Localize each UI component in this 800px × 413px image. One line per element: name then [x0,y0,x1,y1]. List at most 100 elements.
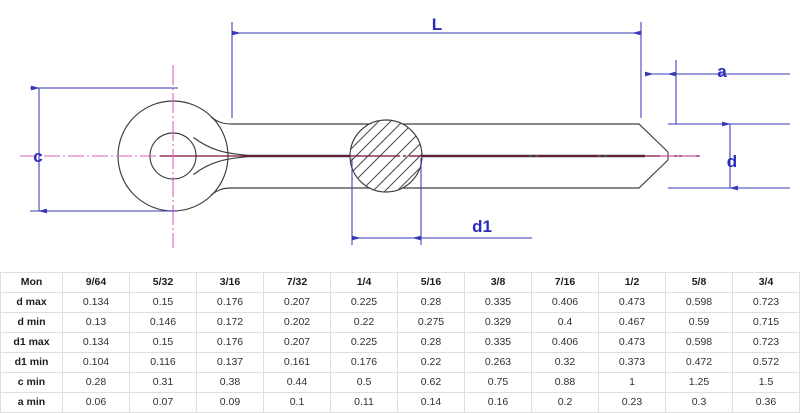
table-cell: 0.134 [62,292,130,313]
table-cell: 0.225 [330,332,398,353]
table-header-size-9-64: 9/64 [62,272,130,293]
table-header-size-1-2: 1/2 [598,272,666,293]
table-cell: 0.275 [397,312,465,333]
table-cell: 0.31 [129,372,197,393]
table-cell: 0.598 [665,332,733,353]
table-cell: 0.32 [531,352,599,373]
table-row-label: a min [0,392,63,413]
table-cell: 0.09 [196,392,264,413]
table-row-label: d1 min [0,352,63,373]
table-cell: 0.15 [129,292,197,313]
table-cell: 0.472 [665,352,733,373]
table-header-size-1-4: 1/4 [330,272,398,293]
table-cell: 0.62 [397,372,465,393]
table-header-size-5-8: 5/8 [665,272,733,293]
table-cell: 0.5 [330,372,398,393]
table-header-size-3-4: 3/4 [732,272,800,293]
dim-label-shank-diameter: d1 [472,217,492,236]
table-cell: 0.134 [62,332,130,353]
table-cell: 0.467 [598,312,666,333]
table-cell: 0.28 [397,332,465,353]
table-header-size-5-32: 5/32 [129,272,197,293]
table-cell: 0.38 [196,372,264,393]
table-cell: 0.176 [196,292,264,313]
table-cell: 0.15 [129,332,197,353]
table-cell: 0.473 [598,292,666,313]
table-cell: 0.44 [263,372,331,393]
table-cell: 0.225 [330,292,398,313]
table-cell: 0.335 [464,332,532,353]
table-header-size-7-16: 7/16 [531,272,599,293]
cross-section-view [349,119,423,193]
dim-label-eye-diameter: c [33,147,42,166]
table-cell: 0.172 [196,312,264,333]
pin-upper-profile [210,116,669,153]
table-cell: 0.75 [464,372,532,393]
split-line-lower [193,156,645,175]
table-cell: 0.36 [732,392,800,413]
technical-drawing: L a c d d1 [20,15,790,248]
table-cell: 0.176 [196,332,264,353]
dim-label-length: L [432,15,442,34]
dim-label-bevel: a [717,62,727,81]
table-cell: 0.598 [665,292,733,313]
table-cell: 0.176 [330,352,398,373]
table-cell: 0.104 [62,352,130,373]
table-row-label: d1 max [0,332,63,353]
split-line-upper [193,137,645,156]
table-cell: 0.161 [263,352,331,373]
table-cell: 0.88 [531,372,599,393]
centerlines [20,65,700,248]
table-header-row-label: Mon [0,272,63,293]
table-header-size-3-16: 3/16 [196,272,264,293]
table-row-label: d max [0,292,63,313]
table-cell: 0.3 [665,392,733,413]
table-cell: 0.28 [62,372,130,393]
table-cell: 0.715 [732,312,800,333]
table-cell: 0.116 [129,352,197,373]
table-cell: 1.25 [665,372,733,393]
table-row-label: c min [0,372,63,393]
table-row-label: d min [0,312,63,333]
table-cell: 0.723 [732,292,800,313]
table-cell: 0.146 [129,312,197,333]
table-cell: 0.14 [397,392,465,413]
table-cell: 0.406 [531,292,599,313]
table-cell: 0.59 [665,312,733,333]
table-cell: 0.16 [464,392,532,413]
table-cell: 0.11 [330,392,398,413]
table-cell: 0.329 [464,312,532,333]
table-cell: 0.202 [263,312,331,333]
table-cell: 0.23 [598,392,666,413]
table-cell: 0.723 [732,332,800,353]
dimension-lines [30,22,790,245]
table-cell: 0.207 [263,332,331,353]
table-cell: 0.572 [732,352,800,373]
table-cell: 0.07 [129,392,197,413]
table-cell: 0.4 [531,312,599,333]
table-cell: 0.28 [397,292,465,313]
pin-lower-profile [210,159,669,196]
table-cell: 0.22 [397,352,465,373]
table-cell: 0.13 [62,312,130,333]
table-cell: 0.06 [62,392,130,413]
table-header-size-7-32: 7/32 [263,272,331,293]
table-cell: 1.5 [732,372,800,393]
table-cell: 0.473 [598,332,666,353]
cotter-pin-svg: L a c d d1 [20,15,790,248]
table-cell: 0.263 [464,352,532,373]
dim-label-pin-thickness: d [727,152,737,171]
table-header-size-3-8: 3/8 [464,272,532,293]
table-header-size-5-16: 5/16 [397,272,465,293]
table-cell: 0.373 [598,352,666,373]
